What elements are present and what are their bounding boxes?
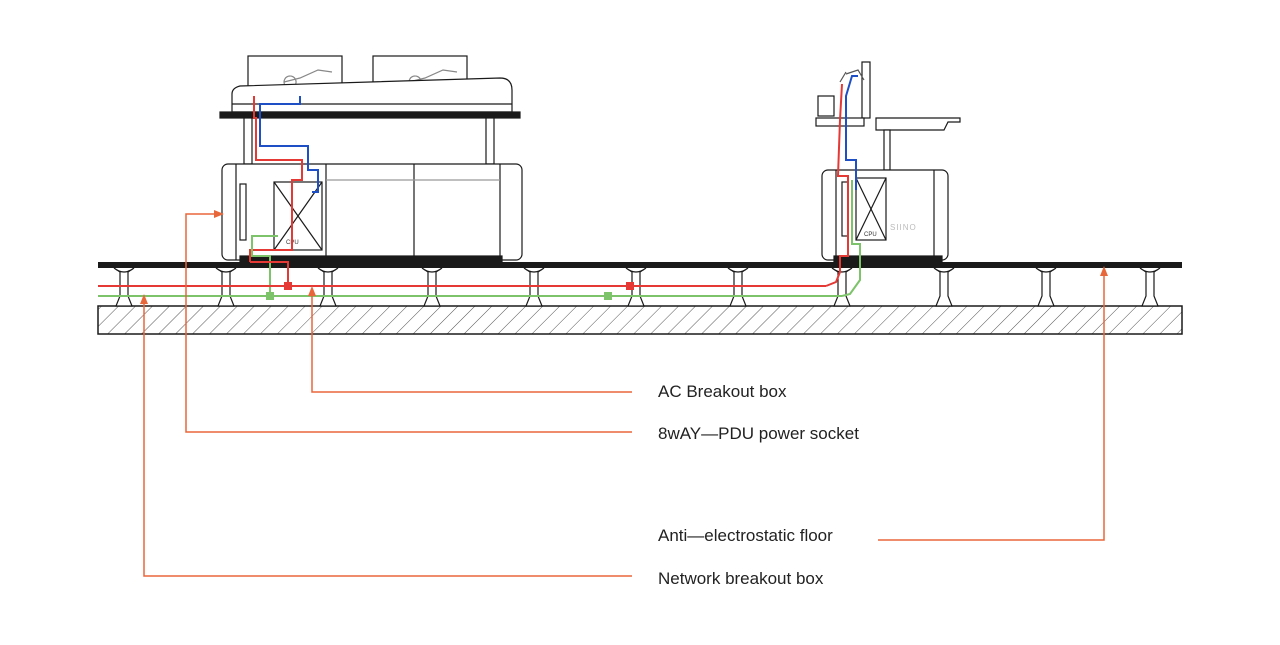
raised-floor: [97, 262, 1183, 335]
floor-pedestal: [831, 267, 853, 307]
floor-panel-top: [98, 262, 1182, 268]
left-red-drop: [250, 261, 289, 286]
breakout-boxes: [266, 282, 634, 300]
right-monitor-arm: [839, 69, 865, 83]
brand-watermark: SIINO: [890, 223, 917, 232]
callout-floor: Anti—electrostatic floor: [658, 526, 833, 545]
callout-arrowheads: [140, 210, 1108, 304]
leader-floor: [878, 270, 1105, 541]
callout-ac-breakout: AC Breakout box: [658, 382, 787, 401]
left-pdu-strip: [239, 183, 247, 241]
left-station-cables: [249, 96, 319, 296]
ac-breakout-box-1: [284, 282, 292, 290]
right-cabinet-base: [833, 255, 943, 263]
left-blue-cable: [259, 96, 319, 193]
left-cabinet: [221, 163, 523, 261]
ac-breakout-box-2: [626, 282, 634, 290]
right-desk: [875, 117, 961, 131]
right-green-cable: [841, 180, 861, 297]
right-monitor: [861, 61, 871, 119]
cabinet-base: [239, 255, 503, 263]
arrow-floor: [1100, 266, 1108, 276]
left-red-cable: [249, 96, 303, 262]
right-blue-cable: [845, 75, 858, 190]
right-workstation: [815, 61, 961, 263]
arrow-ac: [308, 286, 316, 296]
arrow-network: [140, 294, 148, 304]
right-cpu-cross-2: [855, 177, 887, 241]
floor-pedestal: [1139, 267, 1161, 307]
floor-pedestal: [1035, 267, 1057, 307]
desk-leg-left: [243, 117, 253, 165]
right-desk-post: [883, 129, 891, 171]
right-red-cable: [825, 83, 849, 287]
right-cup-holder: [817, 95, 835, 117]
left-green-cable: [251, 235, 278, 296]
network-breakout-box-2: [604, 292, 612, 300]
floor-slab: [97, 305, 1183, 335]
desk-leg-right: [485, 117, 495, 165]
callout-pdu-socket: 8wAY—PDU power socket: [658, 424, 859, 443]
leader-network-breakout: [143, 298, 632, 577]
cpu-cross-2: [273, 181, 323, 251]
arrow-pdu: [214, 210, 224, 218]
desk-top: [219, 111, 521, 119]
leader-ac-breakout: [311, 290, 632, 393]
network-breakout-box-1: [266, 292, 274, 300]
underfloor-cables: [98, 285, 842, 297]
right-station-cables: [825, 75, 861, 297]
left-workstation: [219, 55, 523, 263]
floor-pedestal: [933, 267, 955, 307]
leader-pdu-socket: [185, 213, 632, 433]
callout-leaders: [143, 213, 1105, 577]
callout-network-breakout: Network breakout box: [658, 569, 824, 588]
right-cpu-label: CPU: [864, 232, 877, 238]
